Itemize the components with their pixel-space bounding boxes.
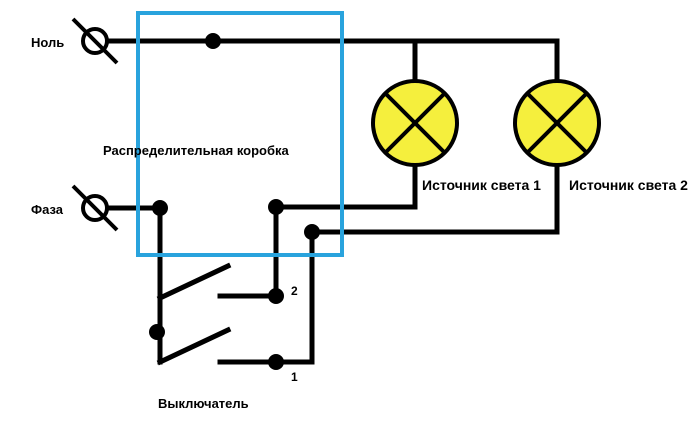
junction-box xyxy=(136,11,344,257)
switch1-lever xyxy=(156,326,232,366)
lamp-1-icon xyxy=(371,79,459,167)
switch-label: Выключатель xyxy=(158,396,249,411)
wires xyxy=(95,38,560,366)
lamp1-junction-dot xyxy=(268,199,284,215)
terminal-2-label: 2 xyxy=(291,284,298,298)
neutral-junction-dot xyxy=(205,33,221,49)
neutral-label: Ноль xyxy=(31,35,64,50)
switch-common-dot xyxy=(149,324,165,340)
switch2-lever xyxy=(156,262,232,302)
light-source-2-label: Источник света 2 xyxy=(569,177,688,193)
junction-box-label: Распределительная коробка xyxy=(103,143,290,158)
light-source-1-label: Источник света 1 xyxy=(422,177,541,193)
terminal-1-label: 1 xyxy=(291,370,298,384)
phase-junction-dot xyxy=(152,200,168,216)
neutral-terminal-icon xyxy=(71,17,119,65)
phase-terminal-icon xyxy=(71,184,119,232)
switch2-terminal-dot xyxy=(268,288,284,304)
lamp-2-icon xyxy=(513,79,601,167)
phase-label: Фаза xyxy=(31,202,64,217)
junction-dots xyxy=(149,33,320,370)
lamp2-junction-dot xyxy=(304,224,320,240)
switch1-terminal-dot xyxy=(268,354,284,370)
